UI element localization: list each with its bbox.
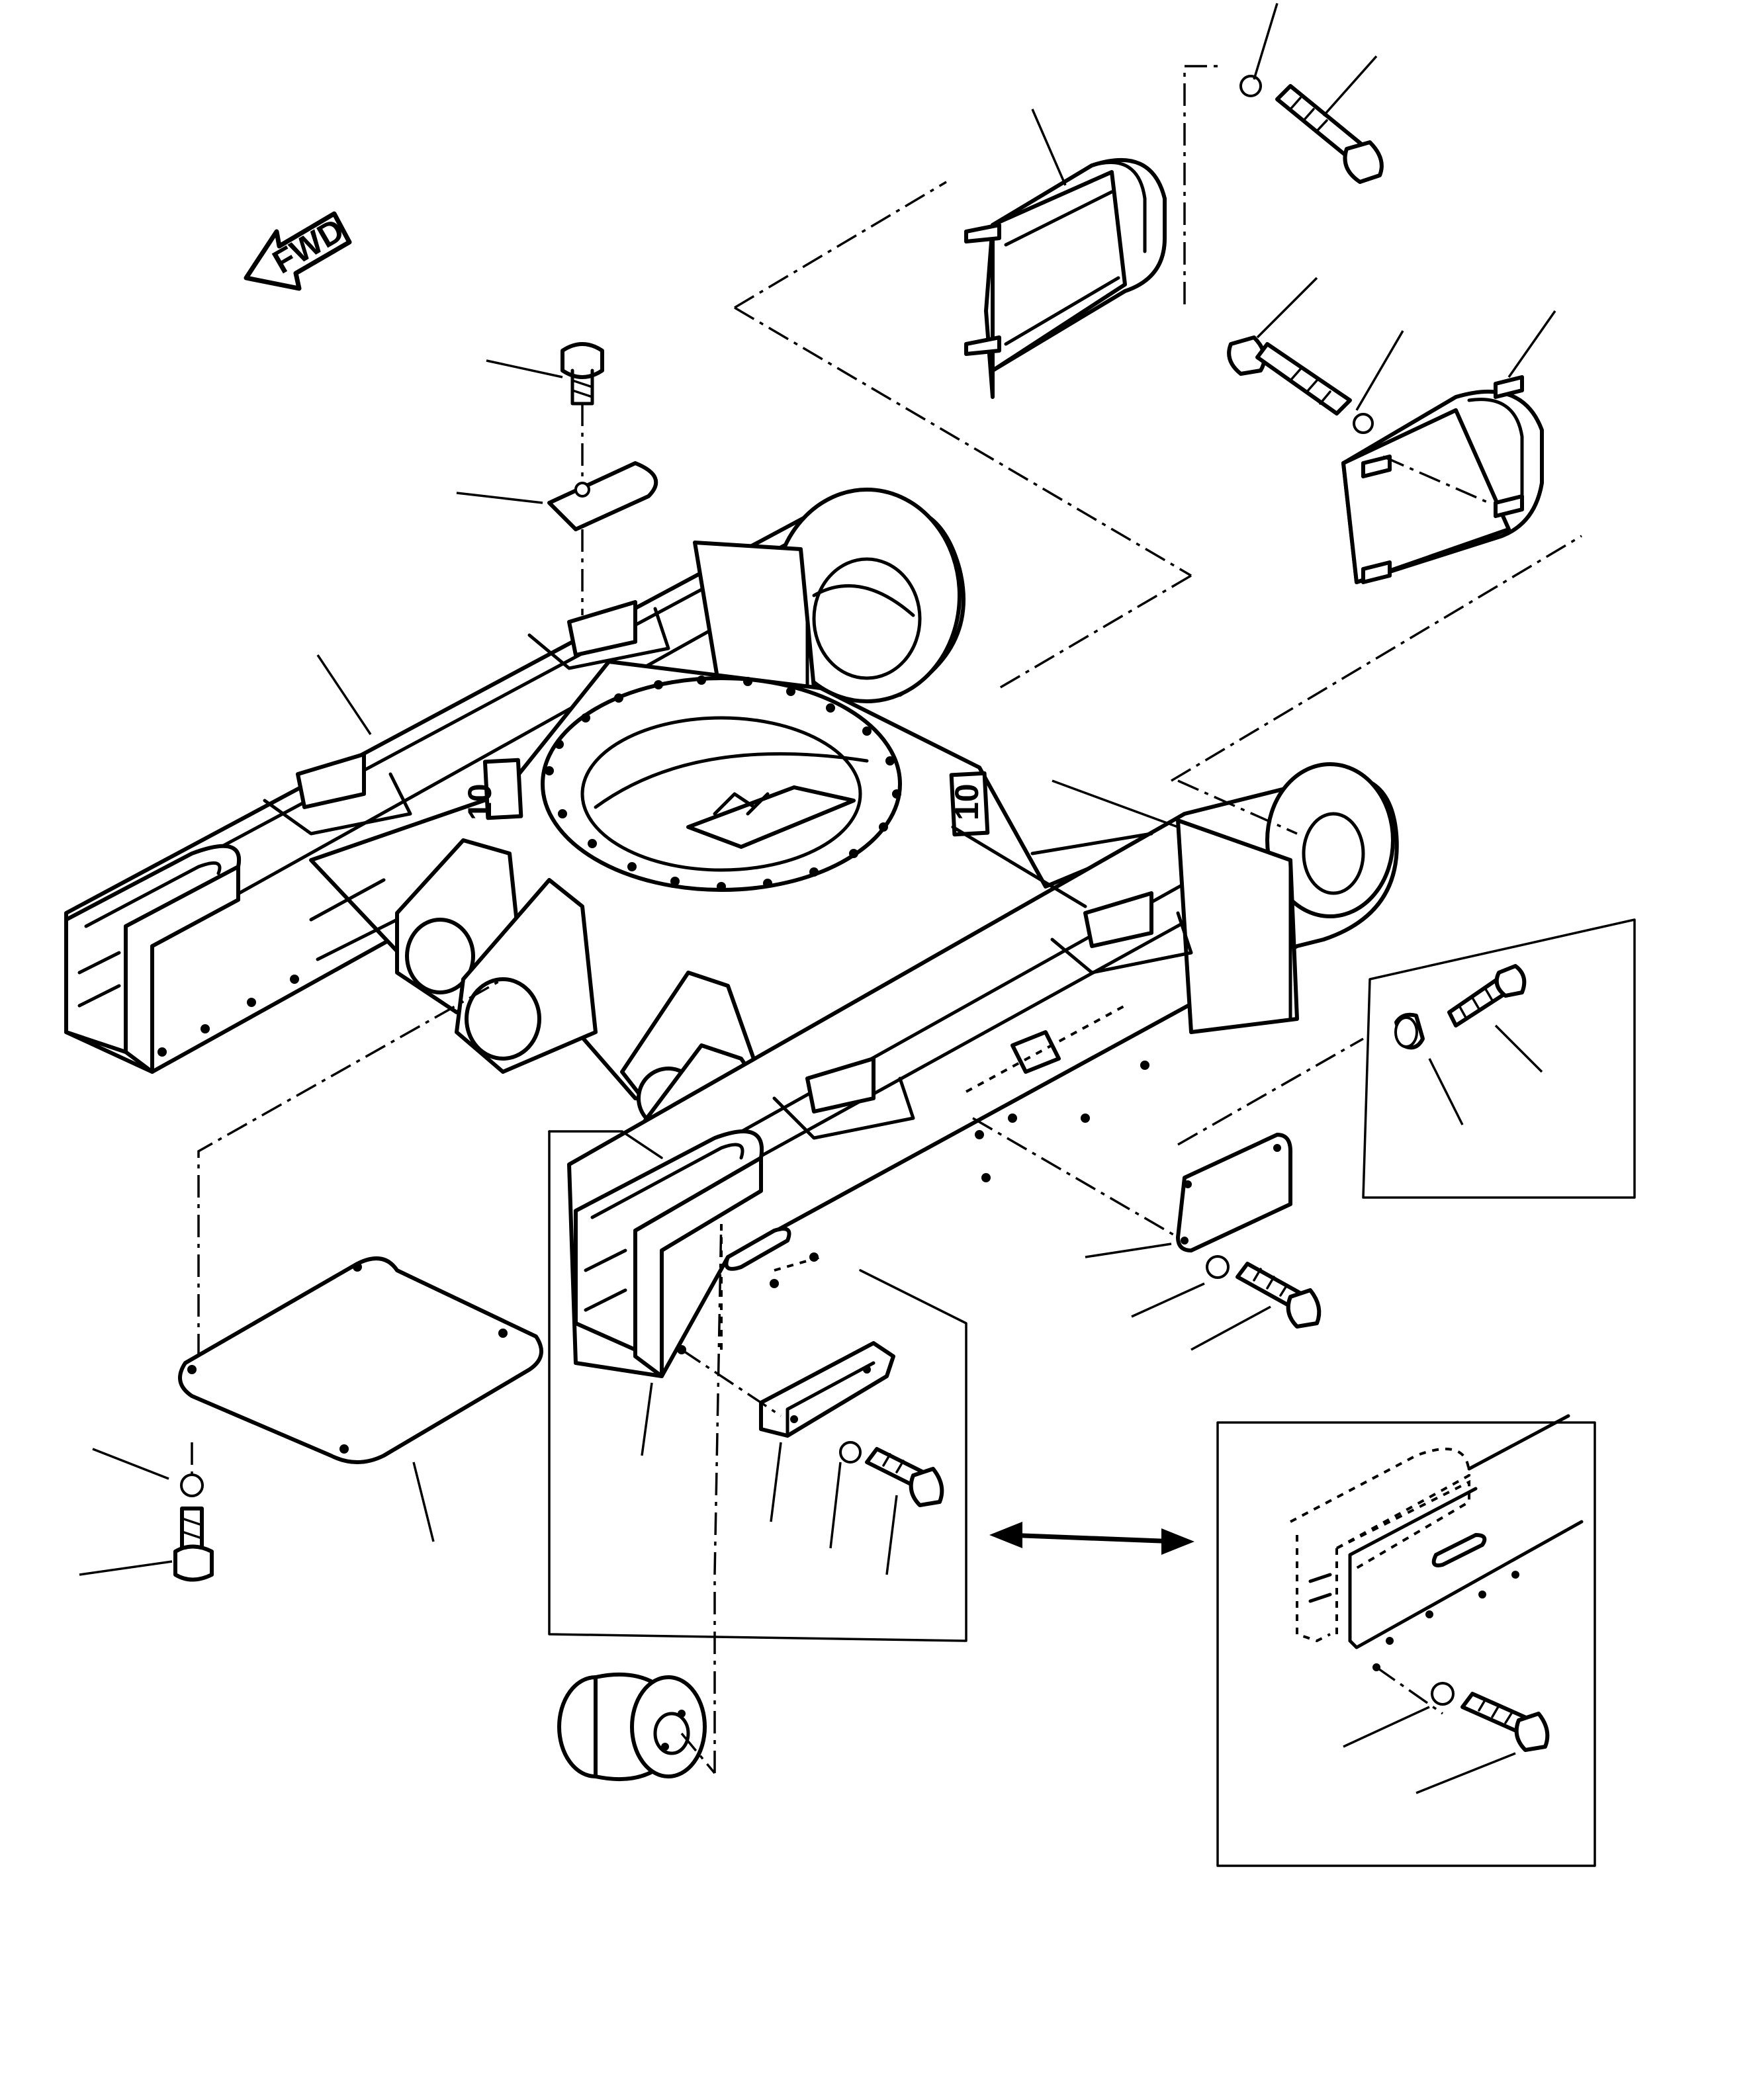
guard-bolt-assembly [456, 342, 658, 615]
plate-marking-right: 10 [948, 783, 985, 820]
track-guard-upper [734, 65, 1224, 689]
fwd-label: FWD [267, 211, 351, 281]
under-cover-assembly [79, 978, 543, 1582]
track-roller [557, 1217, 723, 1782]
frame-holes [157, 975, 1149, 1354]
alternate-frame-end-box [1216, 1414, 1596, 1867]
leader-lines [316, 654, 1298, 835]
roller-mount-box [548, 1130, 967, 1642]
middle-bolt-washer [1227, 277, 1404, 434]
side-cover-assembly [972, 1117, 1322, 1351]
track-guard-lower [1171, 310, 1582, 782]
track-frame: 10 10 [64, 488, 1399, 1378]
top-bolt-washer [1239, 3, 1384, 184]
swing-circle [541, 676, 902, 892]
double-headed-arrow-icon [989, 1522, 1194, 1555]
direction-arrow-icon: FWD [244, 211, 352, 291]
plate-marking-left: 10 [461, 783, 498, 820]
swing-circle-bolt-holes [545, 676, 901, 891]
nut-bolt-box [1177, 918, 1636, 1199]
